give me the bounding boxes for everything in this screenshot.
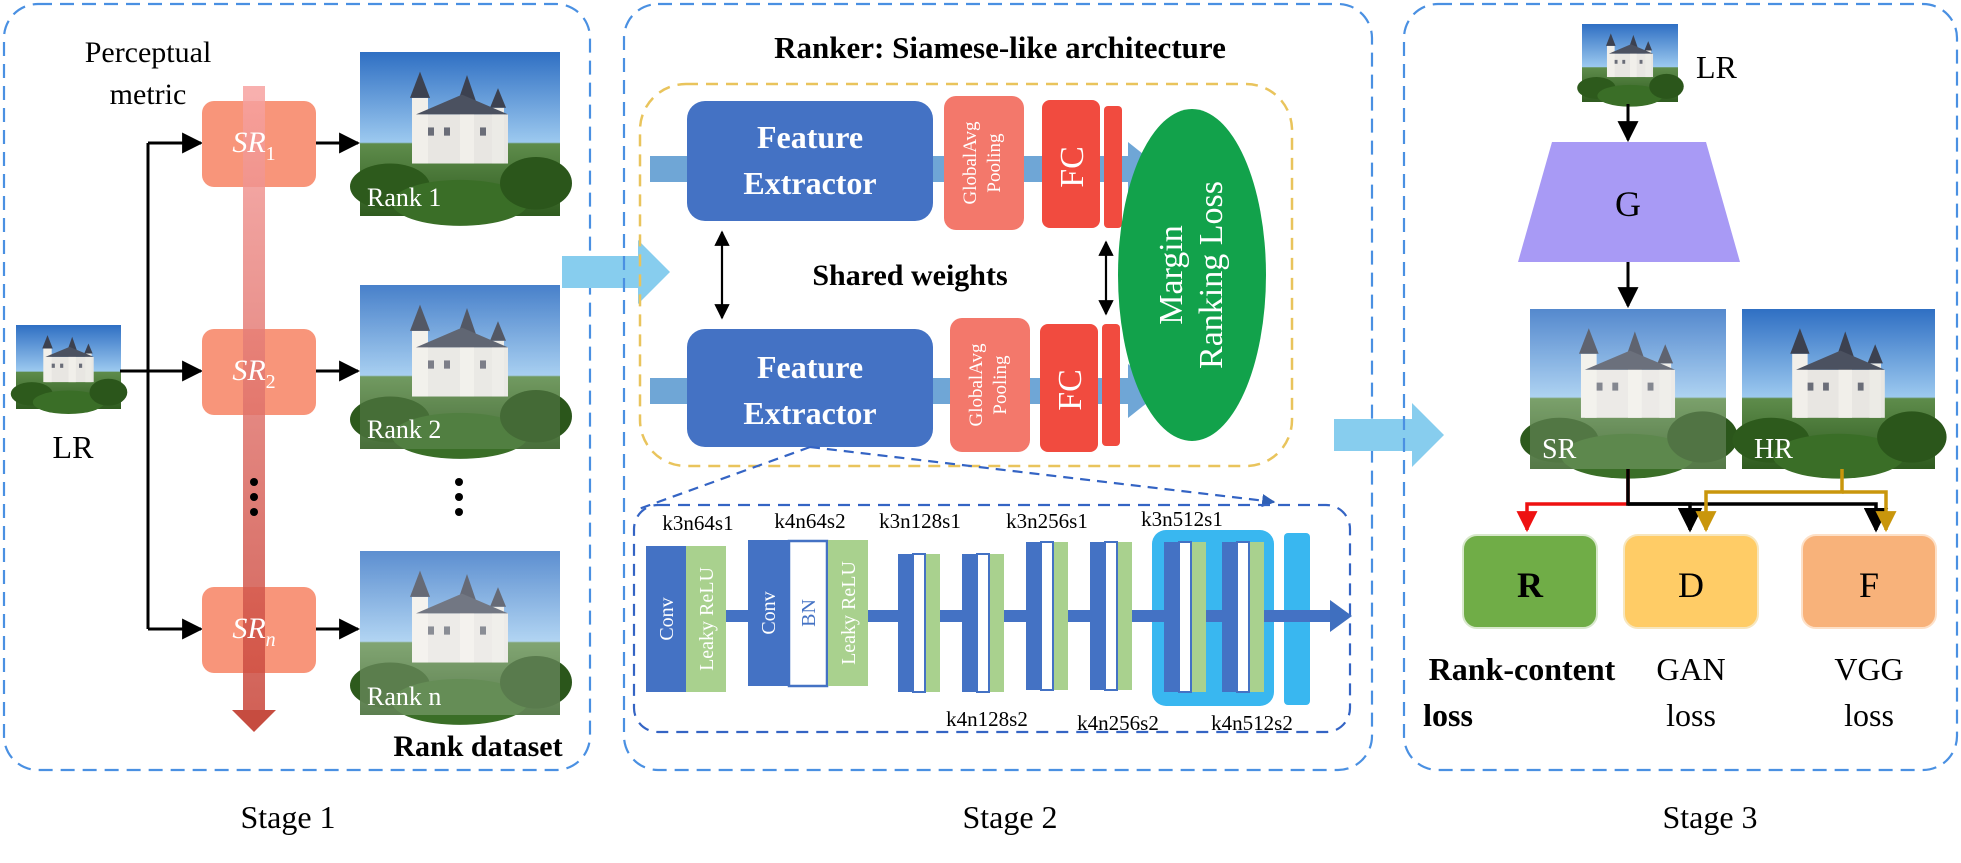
spec-k3n128s1: k3n128s1 <box>879 509 961 533</box>
fc-box-top <box>1042 100 1100 228</box>
conv-block-2-label: Conv <box>758 591 780 634</box>
gap-bottom-label-2: Pooling <box>990 355 1011 415</box>
margin-ranking-loss-ellipse <box>1118 109 1266 441</box>
r-box <box>1462 534 1598 629</box>
rank-content-loss-label-2: loss <box>1423 697 1473 733</box>
conv-block-2 <box>748 540 788 686</box>
conv-triplet-k4n128 <box>962 553 1004 693</box>
d-box <box>1623 534 1759 629</box>
feature-extractor-bottom <box>687 329 933 447</box>
shared-weights-label: Shared weights <box>812 259 1007 292</box>
bn-block-2 <box>787 539 829 688</box>
stage1-label: Stage 1 <box>240 799 335 835</box>
zoom-line-left <box>635 445 811 512</box>
conv-block-1 <box>646 546 686 692</box>
gan-loss-label-2: loss <box>1666 697 1716 733</box>
feature-extractor-top-label-1: Feature <box>757 119 863 155</box>
gap-bottom-label-1: GlobalAvg <box>966 343 987 427</box>
ellipsis-dots-sr <box>250 478 258 516</box>
stage1-to-stage2-arrow <box>562 240 670 304</box>
fc-bar-top <box>1104 106 1122 228</box>
margin-ranking-loss-label-2: Ranking Loss <box>1193 181 1230 369</box>
vgg-loss-label-2: loss <box>1844 697 1894 733</box>
ellipsis-dots-rank <box>455 478 463 516</box>
gap-box-top <box>944 96 1024 230</box>
stage3-hr-label: HR <box>1754 434 1793 465</box>
spec-k4n128s2: k4n128s2 <box>946 707 1028 731</box>
lrelu-block-2 <box>828 540 868 686</box>
bn-block-2-label: BN <box>798 599 820 627</box>
sr-label-2: SR2 <box>232 354 275 393</box>
rank-label-n: Rank n <box>367 682 441 711</box>
fc-bottom-label: FC <box>1052 369 1089 411</box>
margin-ranking-loss-label-1: Margin <box>1153 225 1190 324</box>
fc-box-bottom <box>1040 324 1098 452</box>
fc-top-label: FC <box>1054 146 1091 188</box>
stage3-panel <box>1402 2 1959 772</box>
siamese-container <box>638 82 1294 468</box>
sr-label-n: SRn <box>232 612 275 651</box>
stage3-label: Stage 3 <box>1662 799 1757 835</box>
conv-triplet-k3n128 <box>898 553 940 693</box>
feature-extractor-bottom-label-1: Feature <box>757 349 863 385</box>
spec-k3n256s1: k3n256s1 <box>1006 509 1088 533</box>
spec-k3n512s1: k3n512s1 <box>1141 507 1223 531</box>
spec-k3n64s1: k3n64s1 <box>662 511 733 535</box>
feature-extractor-top <box>687 101 933 221</box>
gap-top-label-2: Pooling <box>984 133 1005 193</box>
perceptual-metric-label-2: metric <box>110 78 187 111</box>
lr-input-image <box>10 325 128 415</box>
stage2-label: Stage 2 <box>962 799 1057 835</box>
spec-k4n256s2: k4n256s2 <box>1077 711 1159 735</box>
conv-block-1-label: Conv <box>656 597 678 640</box>
lrelu-block-1 <box>686 546 726 692</box>
rank-content-loss-label-1: Rank-content <box>1429 651 1616 687</box>
stage1-lr-label: LR <box>53 429 95 465</box>
stage3-loss-connectors <box>1516 469 1897 533</box>
stage2-panel <box>622 2 1374 772</box>
d-box-label: D <box>1678 565 1704 605</box>
spec-k4n512s2: k4n512s2 <box>1211 711 1293 735</box>
f-box-label: F <box>1859 565 1879 605</box>
gap-box-bottom <box>950 318 1030 452</box>
stage3-lr-label: LR <box>1696 49 1738 85</box>
rank-label-1: Rank 1 <box>367 183 441 212</box>
r-box-label: R <box>1517 565 1544 605</box>
stage2-to-stage3-arrow <box>1334 403 1444 467</box>
vgg-loss-label-1: VGG <box>1834 651 1903 687</box>
gan-loss-label-1: GAN <box>1656 651 1725 687</box>
spec-k4n64s2: k4n64s2 <box>774 509 845 533</box>
feature-extractor-top-label-2: Extractor <box>743 165 876 201</box>
perceptual-metric-arrow <box>243 86 265 710</box>
stage3-lr-image <box>1577 24 1684 107</box>
generator-label: G <box>1615 184 1641 224</box>
rank-dataset-label: Rank dataset <box>393 730 562 763</box>
conv-triplet-k3n256 <box>1026 541 1068 691</box>
conv-triplet-k3n512 <box>1164 541 1206 693</box>
gap-top-label-1: GlobalAvg <box>960 121 981 205</box>
perceptual-metric-arrowhead <box>232 710 276 732</box>
conv-triplet-k4n512 <box>1222 541 1264 693</box>
sr-label-1: SR1 <box>232 126 275 165</box>
zoom-line-right <box>809 445 1276 508</box>
conv-triplet-k4n256 <box>1090 541 1132 691</box>
perceptual-metric-label-1: Perceptual <box>85 36 212 69</box>
generator-shape <box>1518 142 1740 262</box>
lrelu-block-1-label: Leaky ReLU <box>696 567 718 671</box>
stage3-sr-label: SR <box>1542 434 1577 465</box>
stage1-connectors <box>120 132 361 640</box>
f-box <box>1801 534 1937 629</box>
ranker-title: Ranker: Siamese-like architecture <box>774 30 1226 65</box>
rank-label-2: Rank 2 <box>367 415 441 444</box>
lrelu-block-2-label: Leaky ReLU <box>838 561 860 665</box>
feature-extractor-bottom-label-2: Extractor <box>743 395 876 431</box>
fc-bar-bottom <box>1102 324 1120 446</box>
